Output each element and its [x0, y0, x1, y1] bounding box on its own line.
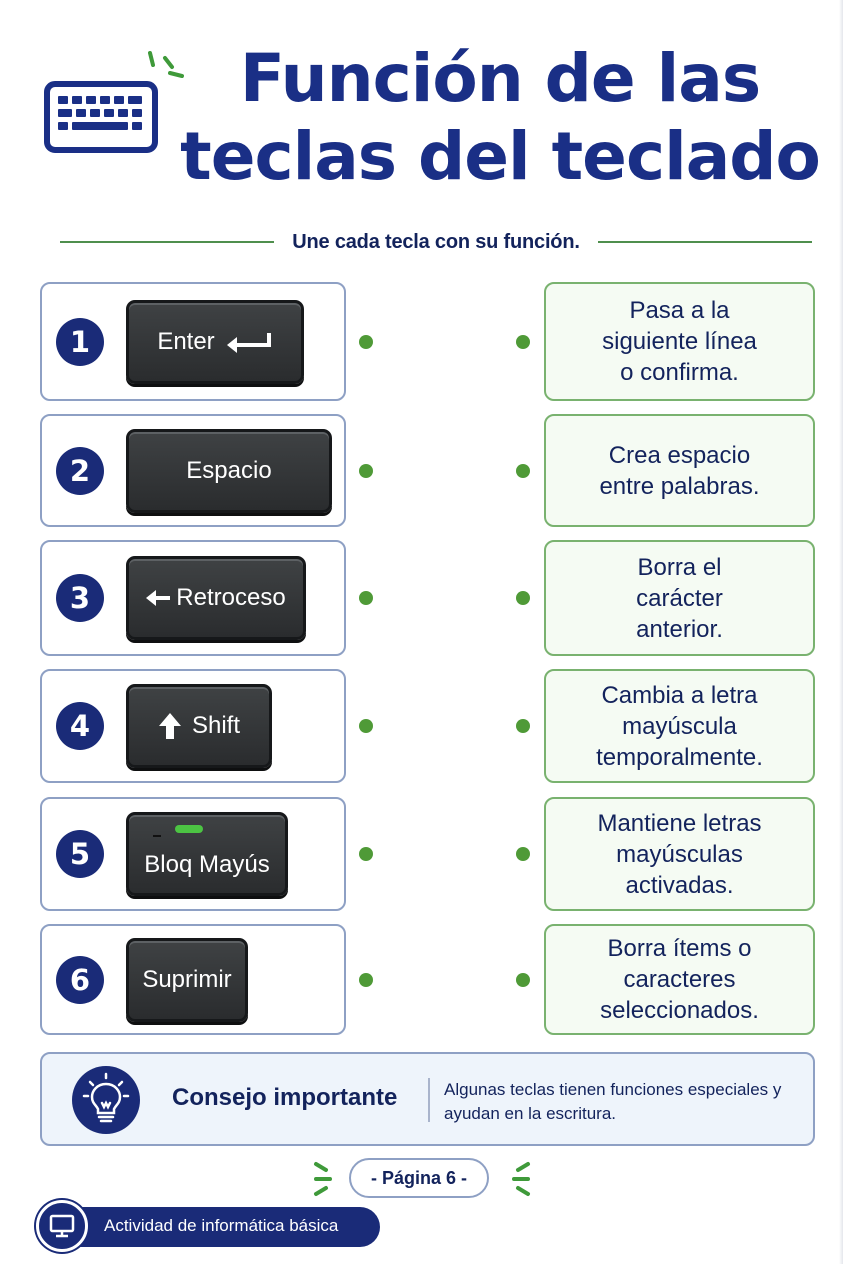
key-shift: Shift — [126, 684, 272, 768]
key-enter: Enter — [126, 299, 304, 384]
up-arrow-icon — [158, 713, 181, 739]
matching-row: 1 Enter Pasa a la siguiente línea o conf… — [40, 282, 815, 401]
matching-row: 4 Shift Cambia a letra mayúscula tempora… — [40, 669, 815, 783]
match-dot-right[interactable] — [516, 719, 530, 733]
matching-row: 6 Suprimir Borra ítems o caracteres sele… — [40, 924, 815, 1035]
footer-banner: Actividad de informática básica — [36, 1200, 380, 1252]
function-box: Pasa a la siguiente línea o confirma. — [544, 282, 815, 401]
footer-pill — [58, 1207, 380, 1247]
left-arrow-icon — [146, 590, 171, 606]
key-box: 4 Shift — [40, 669, 346, 783]
matching-row: 2 Espacio Crea espacio entre palabras. — [40, 414, 815, 527]
key-label: Espacio — [186, 456, 272, 484]
caps-lock-dash-icon — [153, 835, 161, 837]
match-dot-left[interactable] — [359, 463, 373, 478]
sparkle-right-icon — [512, 1162, 530, 1196]
key-label: Enter — [157, 327, 215, 355]
match-dot-right[interactable] — [516, 334, 530, 349]
return-arrow-icon — [226, 332, 271, 353]
match-dot-right[interactable] — [516, 972, 530, 987]
page-number: - Página 6 - — [349, 1158, 489, 1198]
match-dot-left[interactable] — [359, 972, 373, 987]
keyboard-icon — [44, 51, 184, 153]
function-box: Borra ítems o caracteres seleccionados. — [544, 924, 815, 1035]
page-edge — [839, 0, 843, 1264]
row-number: 1 — [56, 317, 104, 366]
row-number: 5 — [56, 830, 104, 878]
subtitle-row: Une cada tecla con su función. — [60, 226, 812, 258]
match-dot-left[interactable] — [359, 334, 373, 349]
function-box: Mantiene letras mayúsculas activadas. — [544, 797, 815, 911]
key-label: Bloq Mayús — [144, 851, 270, 878]
key-box: 2 Espacio — [40, 414, 346, 527]
key-bloq-mayus: Bloq Mayús — [126, 812, 288, 896]
page-title: Función de las teclas del teclado — [160, 40, 840, 196]
subtitle-rule-right — [597, 241, 812, 243]
title-line-1: Función de las — [239, 40, 761, 117]
row-number: 2 — [56, 446, 104, 495]
key-label: Retroceso — [176, 584, 286, 611]
row-number: 4 — [56, 702, 104, 750]
function-box: Crea espacio entre palabras. — [544, 414, 815, 527]
match-dot-right[interactable] — [516, 463, 530, 478]
row-number: 3 — [56, 574, 104, 622]
key-box: 5 Bloq Mayús — [40, 797, 346, 911]
subtitle: Une cada tecla con su función. — [292, 230, 580, 253]
key-box: 6 Suprimir — [40, 924, 346, 1035]
subtitle-rule-left — [60, 241, 275, 243]
match-dot-left[interactable] — [359, 847, 373, 861]
key-suprimir: Suprimir — [126, 937, 248, 1022]
key-box: 3 Retroceso — [40, 540, 346, 656]
key-label: Suprimir — [142, 965, 232, 993]
match-dot-right[interactable] — [516, 847, 530, 861]
tip-divider — [428, 1078, 430, 1122]
function-box: Cambia a letra mayúscula temporalmente. — [544, 669, 815, 783]
function-box: Borra el carácter anterior. — [544, 540, 815, 656]
computer-monitor-icon — [49, 1214, 75, 1238]
key-label: Shift — [191, 712, 241, 739]
match-dot-left[interactable] — [359, 719, 373, 733]
key-retroceso: Retroceso — [126, 556, 306, 640]
key-box: 1 Enter — [40, 282, 346, 401]
caps-lock-led-icon — [175, 825, 203, 833]
key-espacio: Espacio — [126, 428, 332, 513]
row-number: 6 — [56, 955, 104, 1004]
lightbulb-icon — [72, 1066, 140, 1134]
tip-box: Consejo importante Algunas teclas tienen… — [40, 1052, 815, 1146]
matching-row: 3 Retroceso Borra el carácter anterior. — [40, 540, 815, 656]
footer-icon-badge — [36, 1200, 88, 1252]
tip-text: Algunas teclas tienen funciones especial… — [444, 1080, 782, 1123]
sparkle-left-icon — [314, 1162, 332, 1196]
tip-title: Consejo importante — [172, 1084, 398, 1111]
footer-activity-label: Actividad de informática básica — [104, 1216, 339, 1235]
match-dot-left[interactable] — [359, 591, 373, 605]
matching-row: 5 Bloq Mayús Mantiene letras mayúsculas … — [40, 797, 815, 911]
match-dot-right[interactable] — [516, 591, 530, 605]
title-line-2: teclas del teclado — [180, 118, 821, 195]
